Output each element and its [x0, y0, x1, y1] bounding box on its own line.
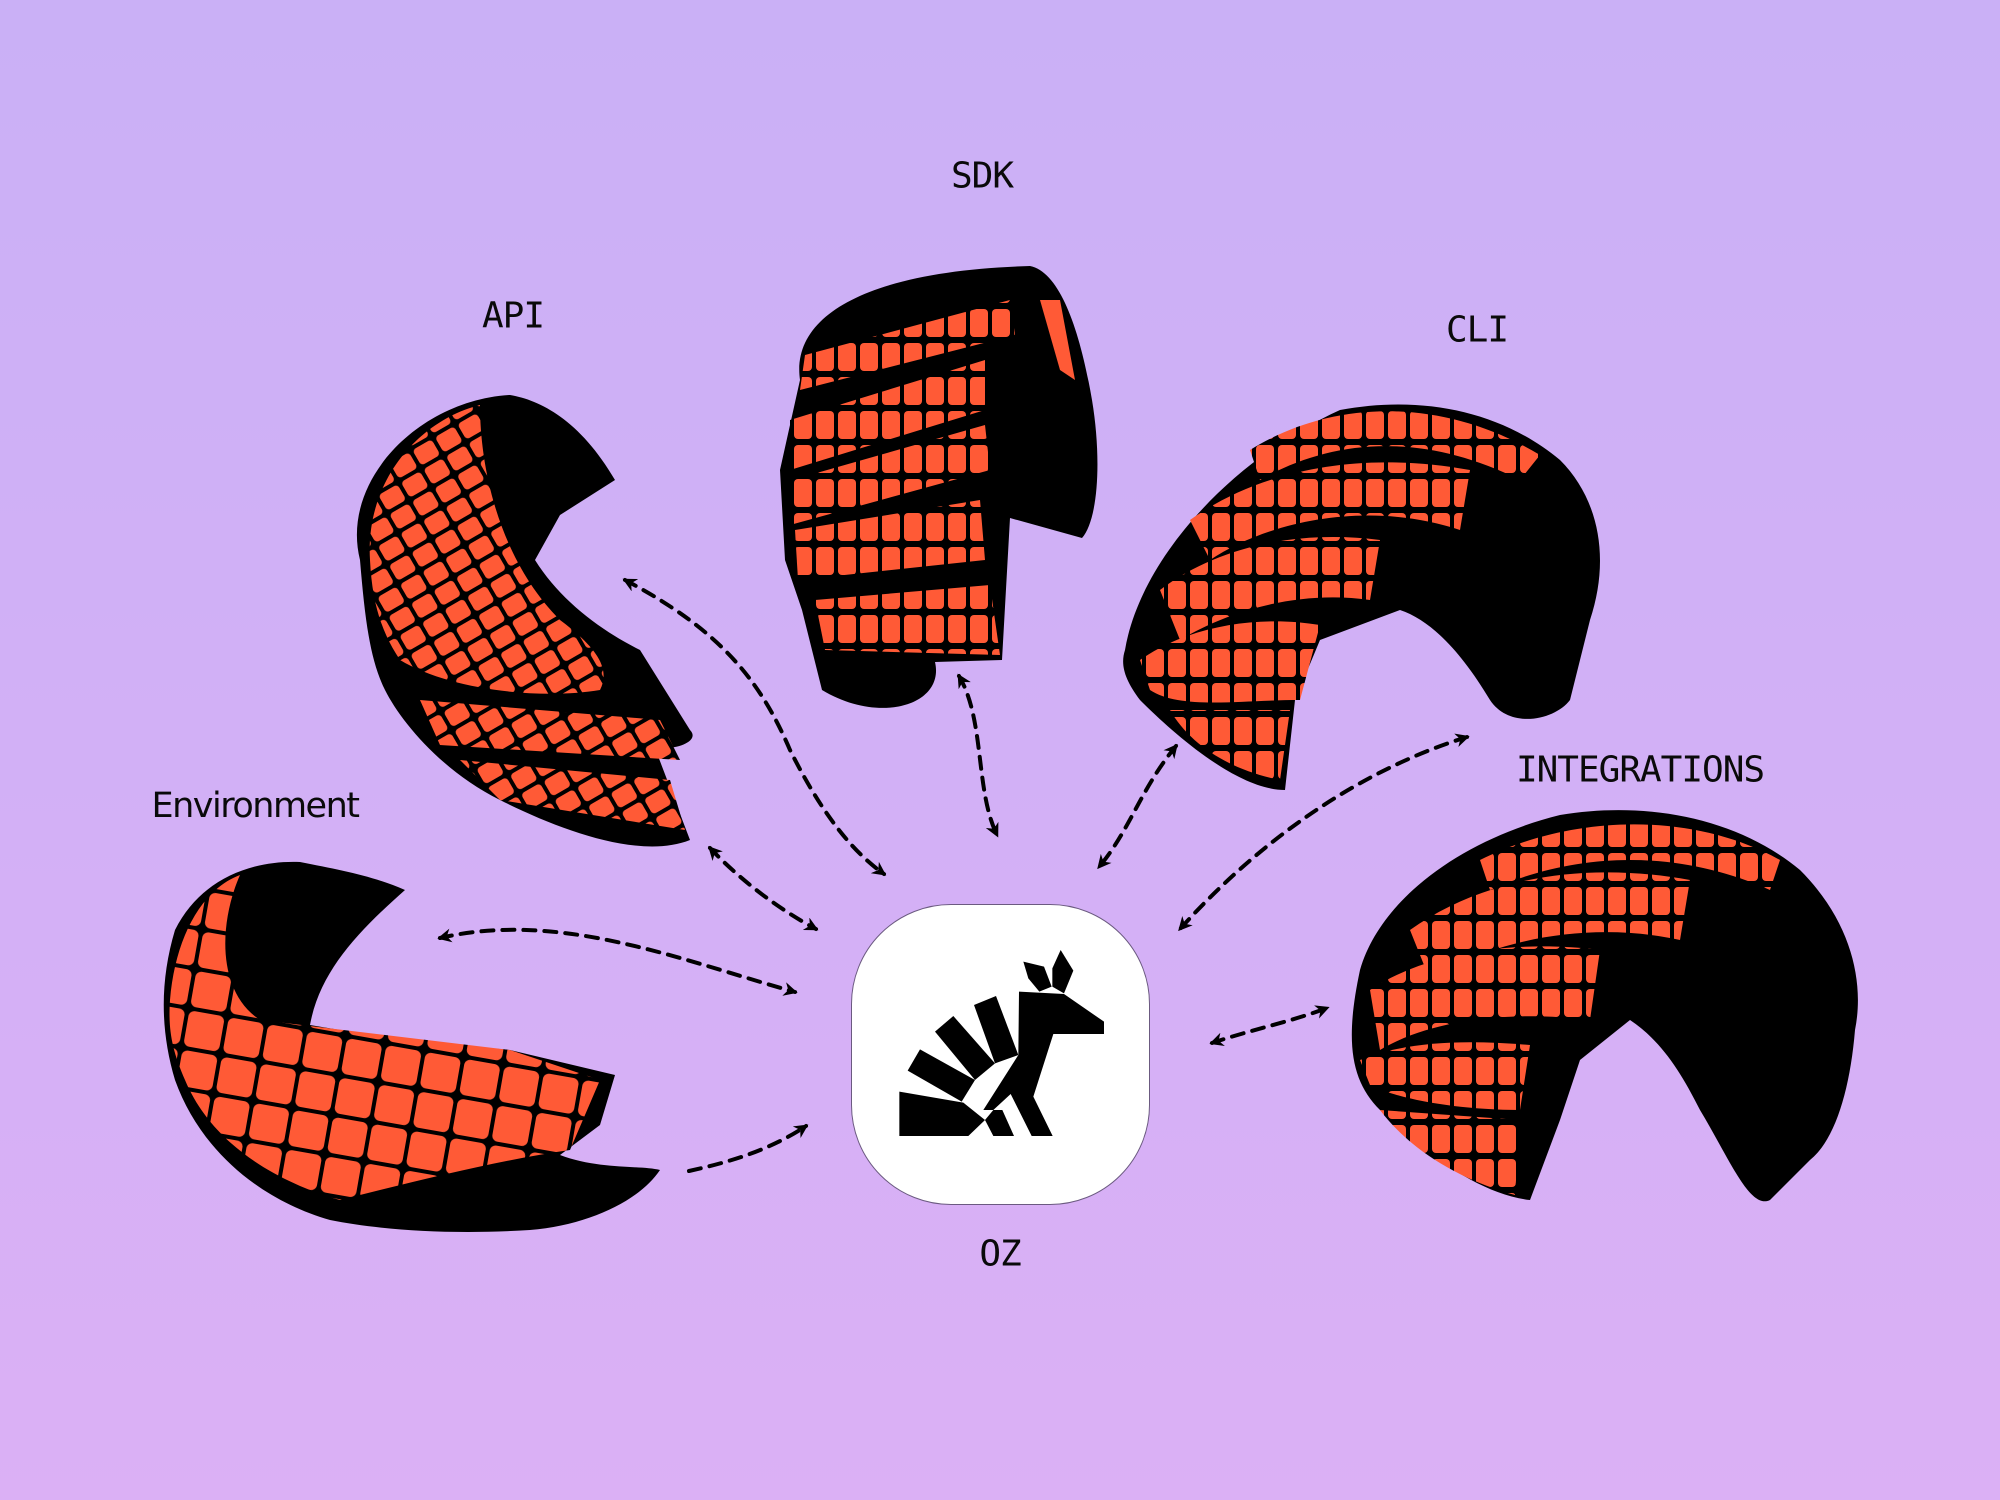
- oz-logo-icon: [899, 950, 1104, 1136]
- arrow-environment-oz: [437, 927, 798, 996]
- sdk-shell-illustration: [780, 266, 1098, 708]
- arrow-environment-lower-oz: [687, 1124, 809, 1173]
- arrow-integrations-oz: [1178, 733, 1470, 932]
- node-label-api: API: [481, 295, 545, 337]
- api-shell-illustration: [356, 395, 693, 847]
- arrow-api-oz: [622, 578, 887, 876]
- arrow-integrations-shell-oz: [1209, 1005, 1330, 1046]
- environment-shell-illustration: [163, 861, 660, 1232]
- center-label-oz: OZ: [979, 1233, 1021, 1275]
- integrations-shell-illustration: [1351, 810, 1858, 1202]
- node-label-environment: Environment: [151, 786, 360, 826]
- arrow-api-lower-oz: [708, 845, 819, 931]
- node-label-integrations: INTEGRATIONS: [1515, 749, 1765, 791]
- arrow-sdk-oz: [957, 673, 999, 838]
- node-label-cli: CLI: [1445, 309, 1509, 351]
- cli-shell-illustration: [1123, 404, 1600, 790]
- node-label-sdk: SDK: [950, 155, 1014, 197]
- oz-hub-card: [851, 904, 1150, 1205]
- arrow-cli-oz: [1097, 743, 1178, 870]
